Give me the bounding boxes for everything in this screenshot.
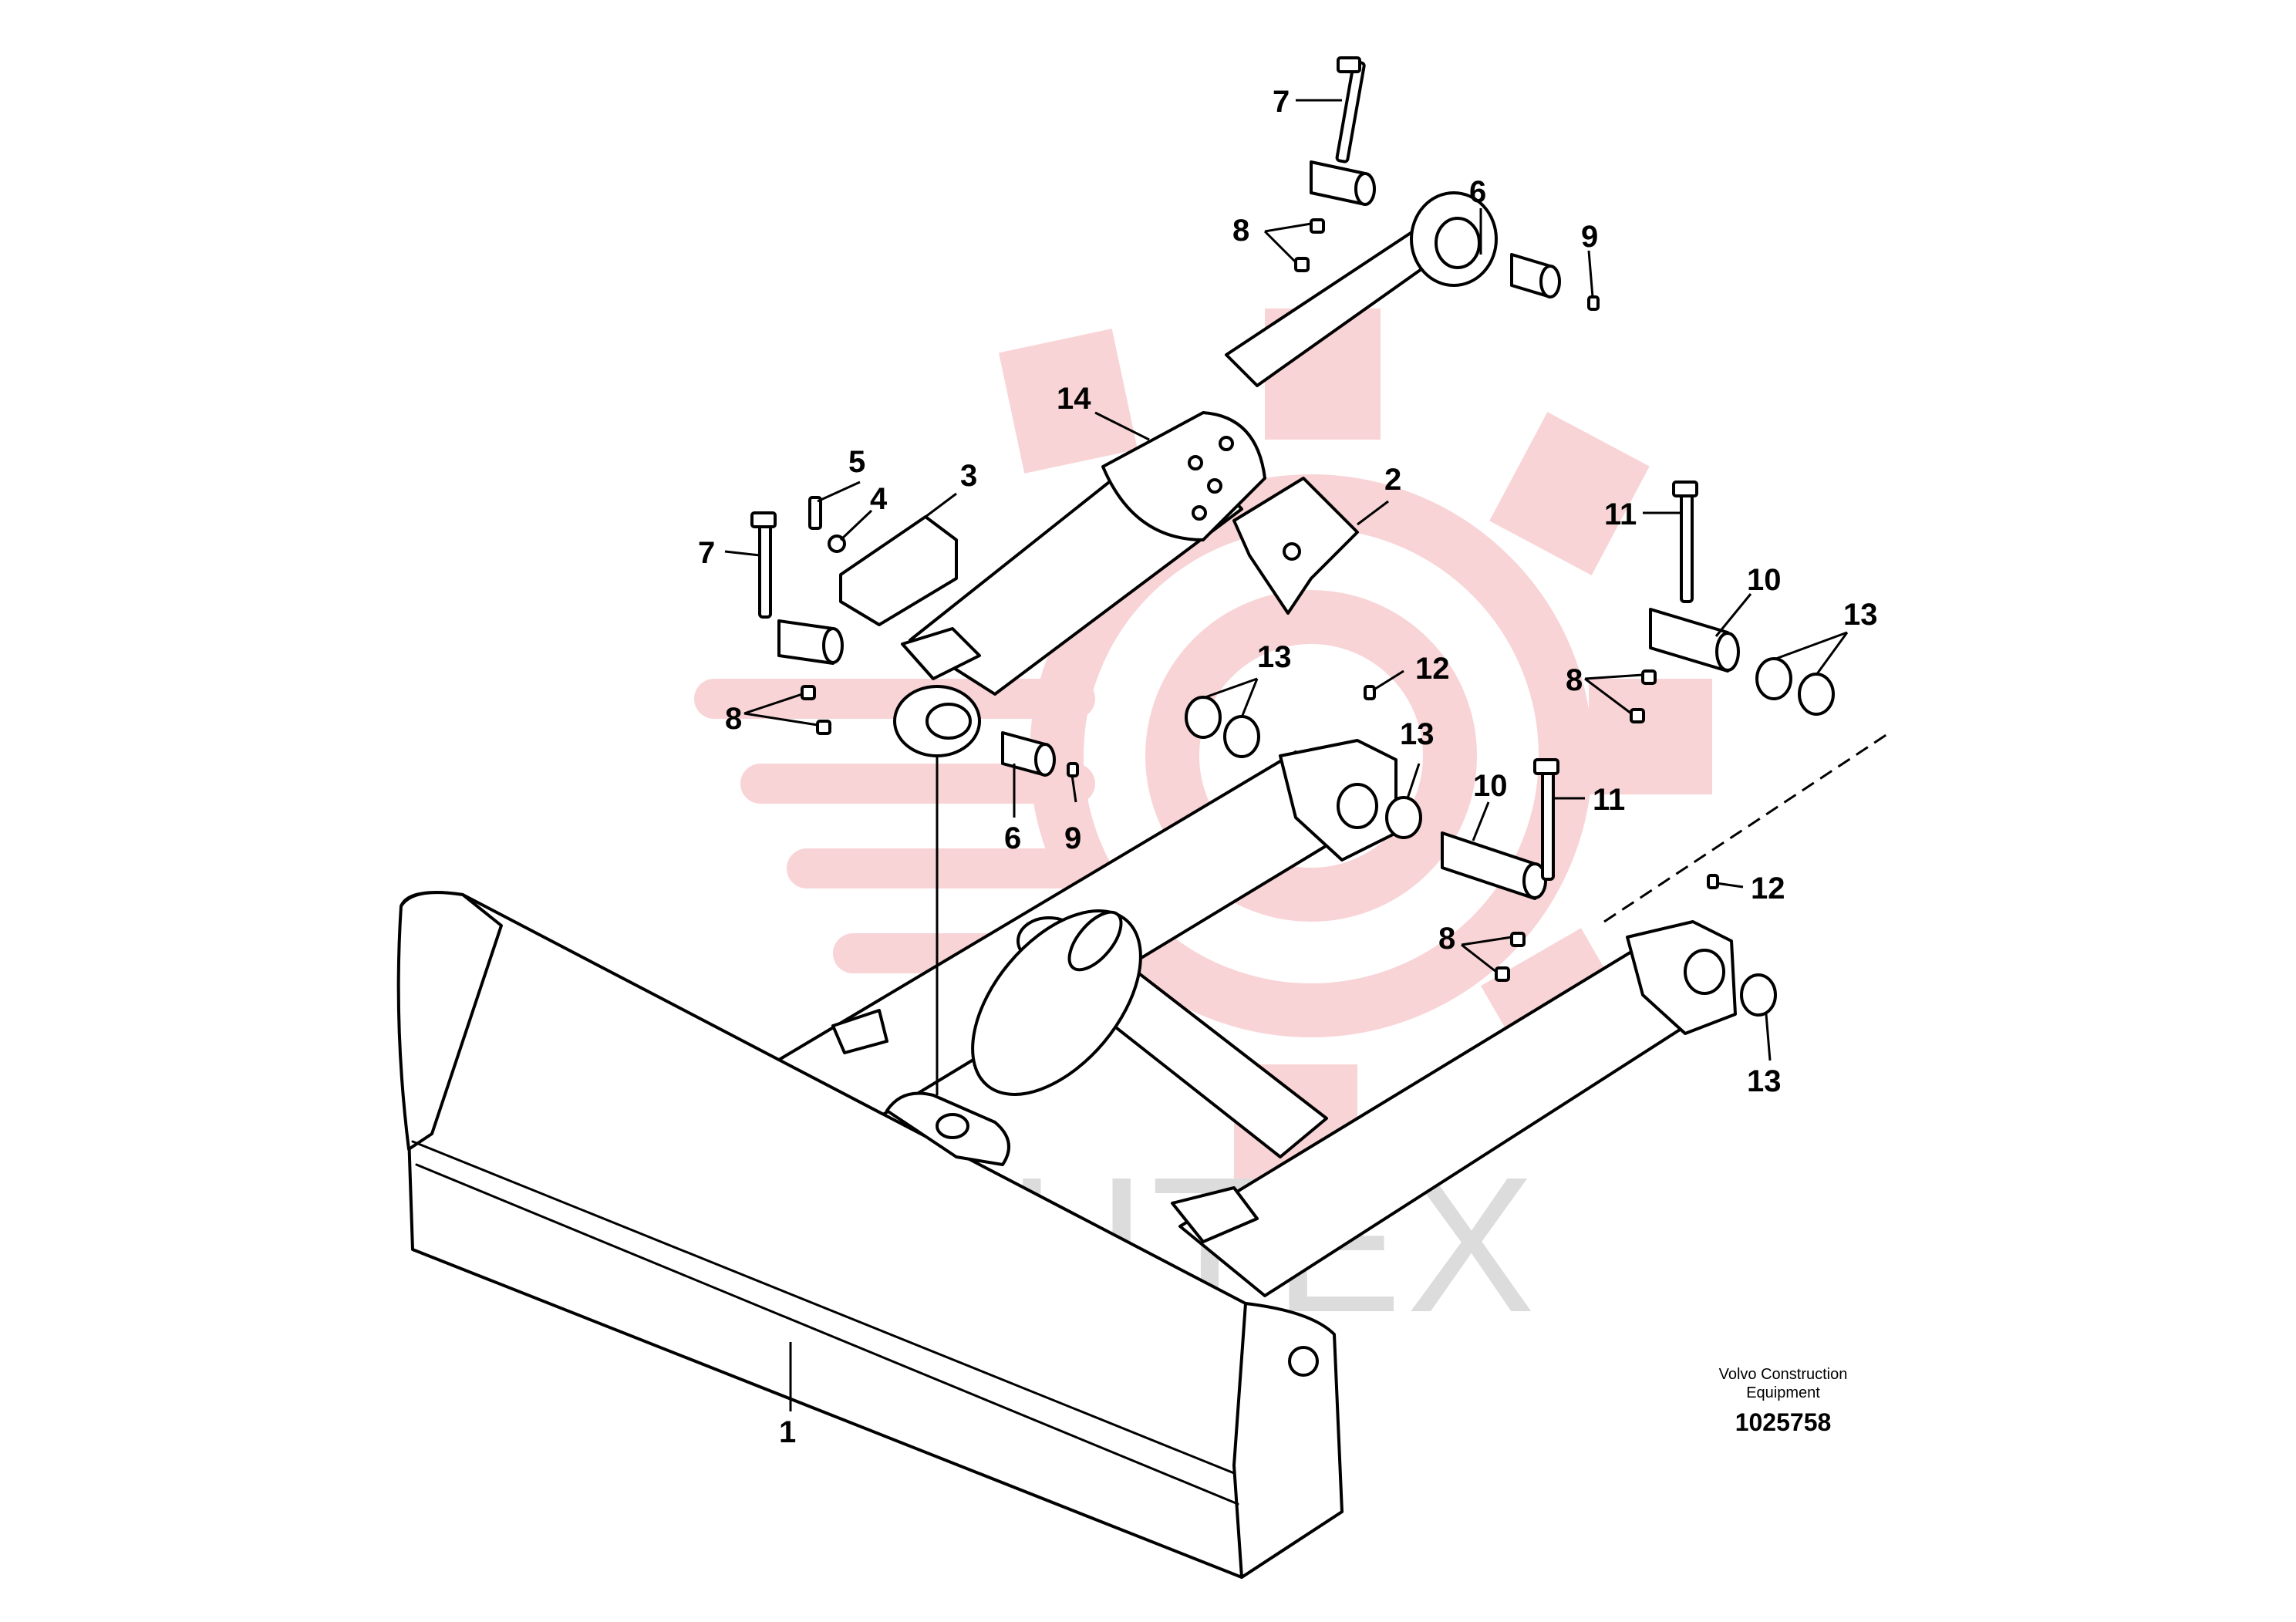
ring: [1740, 973, 1777, 1017]
callout-5: 5: [848, 445, 865, 479]
pin-end: [1715, 632, 1740, 672]
head-bolt: [1207, 478, 1222, 494]
barrel-eye-bore: [925, 703, 972, 740]
nut: [801, 685, 816, 700]
callout-13-center-pair: 13: [1257, 640, 1292, 674]
rod-eye-bore: [1435, 217, 1481, 269]
nut: [1641, 669, 1657, 685]
cutting-edge-line: [411, 1140, 1236, 1475]
oval-slot: [1067, 910, 1123, 972]
pin: [1649, 608, 1729, 673]
reference-number: 1025758: [1735, 1408, 1832, 1436]
blade-center-lug-hole: [936, 1113, 969, 1139]
callout-13-center: 13: [1400, 717, 1435, 751]
callout-10-center: 10: [1473, 769, 1508, 803]
callout-3: 3: [960, 459, 977, 493]
right-arm-bore: [1684, 949, 1725, 995]
frame-reference-line: [1603, 731, 1890, 923]
callout-2: 2: [1384, 463, 1401, 497]
callout-7-left: 7: [698, 536, 715, 570]
credit-block: Volvo Construction Equipment 1025758: [1719, 1366, 1848, 1436]
head-bolt: [1192, 505, 1207, 521]
ring: [1185, 696, 1222, 739]
ring: [1385, 796, 1422, 839]
callout-1: 1: [779, 1415, 796, 1449]
grease-nipple: [1364, 685, 1376, 700]
ring: [1798, 673, 1835, 716]
blade-left-lug: [831, 1009, 888, 1054]
bolt: [1680, 484, 1694, 603]
grease-nipple: [1707, 874, 1719, 889]
bracket-hole: [1283, 542, 1301, 561]
bolt: [1335, 60, 1366, 164]
credit-line-1: Volvo Construction: [1719, 1366, 1848, 1383]
callout-9-left: 9: [1064, 821, 1081, 855]
bolt-head: [1337, 56, 1361, 73]
bushing-end: [1354, 172, 1376, 206]
ring: [1223, 715, 1260, 758]
callout-13-right-pair: 13: [1843, 598, 1878, 632]
nut: [1495, 966, 1510, 982]
callout-6-left: 6: [1004, 821, 1021, 855]
pin: [1441, 831, 1536, 900]
leader-lines: [724, 99, 1849, 1411]
cutting-edge-line-2: [415, 1163, 1239, 1506]
port-block: [901, 627, 981, 680]
left-arm-bore: [1337, 783, 1378, 829]
blade-right-lug: [1171, 1186, 1259, 1243]
callouts: 1 2 3 4 5 6 6 7 7 8 8 8 8 9 9 10 10 11 1…: [698, 85, 1878, 1449]
callout-14: 14: [1057, 382, 1091, 416]
pin-end: [1034, 743, 1056, 777]
pin-end: [1539, 265, 1561, 298]
blade-left-end-plate: [396, 891, 503, 1151]
callout-10-right: 10: [1747, 563, 1782, 597]
callout-8-top: 8: [1232, 214, 1249, 248]
nut: [816, 720, 831, 735]
nut: [1630, 708, 1645, 723]
callout-6-top: 6: [1469, 175, 1486, 209]
callout-12-right: 12: [1751, 872, 1785, 905]
blade-end-hole: [1288, 1346, 1319, 1377]
callout-8-left: 8: [725, 702, 742, 736]
callout-13-right-lower: 13: [1747, 1064, 1782, 1098]
callout-7-top: 7: [1273, 85, 1290, 119]
callout-11-right: 11: [1604, 497, 1637, 531]
credit-line-2: Equipment: [1746, 1384, 1820, 1401]
head-bolt: [1219, 436, 1234, 451]
callout-8-center: 8: [1438, 922, 1455, 956]
bolt-head: [750, 511, 777, 528]
nut: [1310, 218, 1325, 234]
grease-nipple: [1587, 295, 1600, 311]
blade-right-end-plate: [1232, 1302, 1344, 1579]
ring: [1755, 657, 1792, 700]
grease-nipple: [1067, 762, 1079, 777]
bolt: [808, 496, 822, 530]
guard-plate: [839, 515, 958, 626]
bolt: [758, 515, 772, 619]
head-bolt: [1188, 455, 1203, 470]
lift-cylinder-assembly: [893, 191, 1498, 1095]
small-parts: [750, 56, 1835, 1017]
callout-12-center: 12: [1415, 652, 1450, 686]
dozer-blade-assembly: [396, 731, 1890, 1579]
bolt: [1541, 762, 1555, 881]
nut: [1294, 257, 1310, 272]
callout-11-center: 11: [1593, 783, 1625, 817]
callout-9-top: 9: [1581, 220, 1598, 254]
bolt-head: [1672, 481, 1698, 497]
bushing-end: [822, 627, 844, 664]
nut: [1510, 932, 1526, 947]
callout-8-right: 8: [1566, 663, 1583, 697]
bolt-head: [1533, 758, 1559, 775]
callout-4: 4: [870, 482, 888, 516]
